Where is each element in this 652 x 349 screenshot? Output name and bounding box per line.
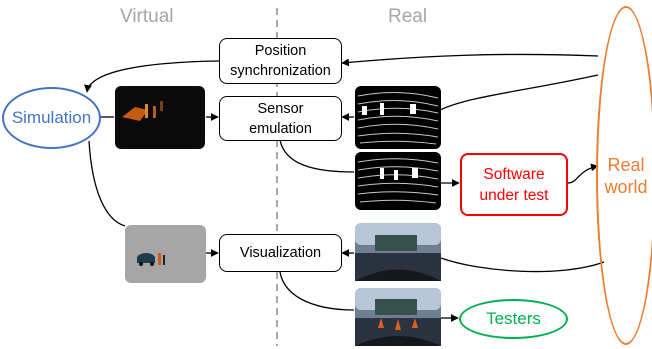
software-under-test-line1: Software — [483, 165, 545, 183]
lidar-scan-top-image — [355, 86, 441, 149]
visualization-label: Visualization — [239, 245, 322, 261]
edge-sensor-to-emulated-lidar — [279, 139, 355, 173]
simulated-sensor-view-image — [115, 86, 205, 149]
edge-realworld-to-possync — [341, 53, 599, 67]
sensor-emulation-line1: Sensor — [257, 100, 304, 117]
real-world-node: Real world — [596, 6, 652, 345]
edge-simulation-to-sceneimg — [88, 140, 126, 227]
software-under-test-line2: under test — [479, 186, 549, 204]
software-under-test-box: Software under test — [460, 153, 568, 216]
simulation-label: Simulation — [11, 108, 92, 127]
simulated-scene-view-image — [125, 225, 206, 283]
position-sync-line1: Position — [254, 43, 307, 59]
mixed-reality-view-image — [355, 288, 441, 346]
real-world-line2: world — [604, 176, 648, 197]
lidar-scan-emulated-image — [355, 152, 441, 210]
edge-realworld-to-camera — [440, 257, 605, 273]
edge-sut-to-realworld — [567, 163, 599, 184]
edge-realworld-to-lidar — [439, 74, 599, 111]
testers-label: Testers — [486, 309, 541, 328]
real-camera-view-image — [355, 223, 441, 281]
position-sync-box: Position synchronization — [219, 38, 342, 84]
header-virtual: Virtual — [120, 6, 174, 27]
position-sync-line2: synchronization — [230, 63, 331, 79]
header-real: Real — [388, 6, 428, 27]
edge-possync-to-simulation — [84, 60, 220, 93]
edge-visualization-to-mixed — [279, 271, 355, 311]
simulation-node: Simulation — [2, 87, 101, 149]
sensor-emulation-line2: emulation — [249, 120, 312, 137]
real-world-line1: Real — [607, 154, 645, 175]
sensor-emulation-box: Sensor emulation — [219, 96, 342, 141]
testers-node: Testers — [459, 299, 568, 339]
visualization-box: Visualization — [219, 234, 342, 272]
